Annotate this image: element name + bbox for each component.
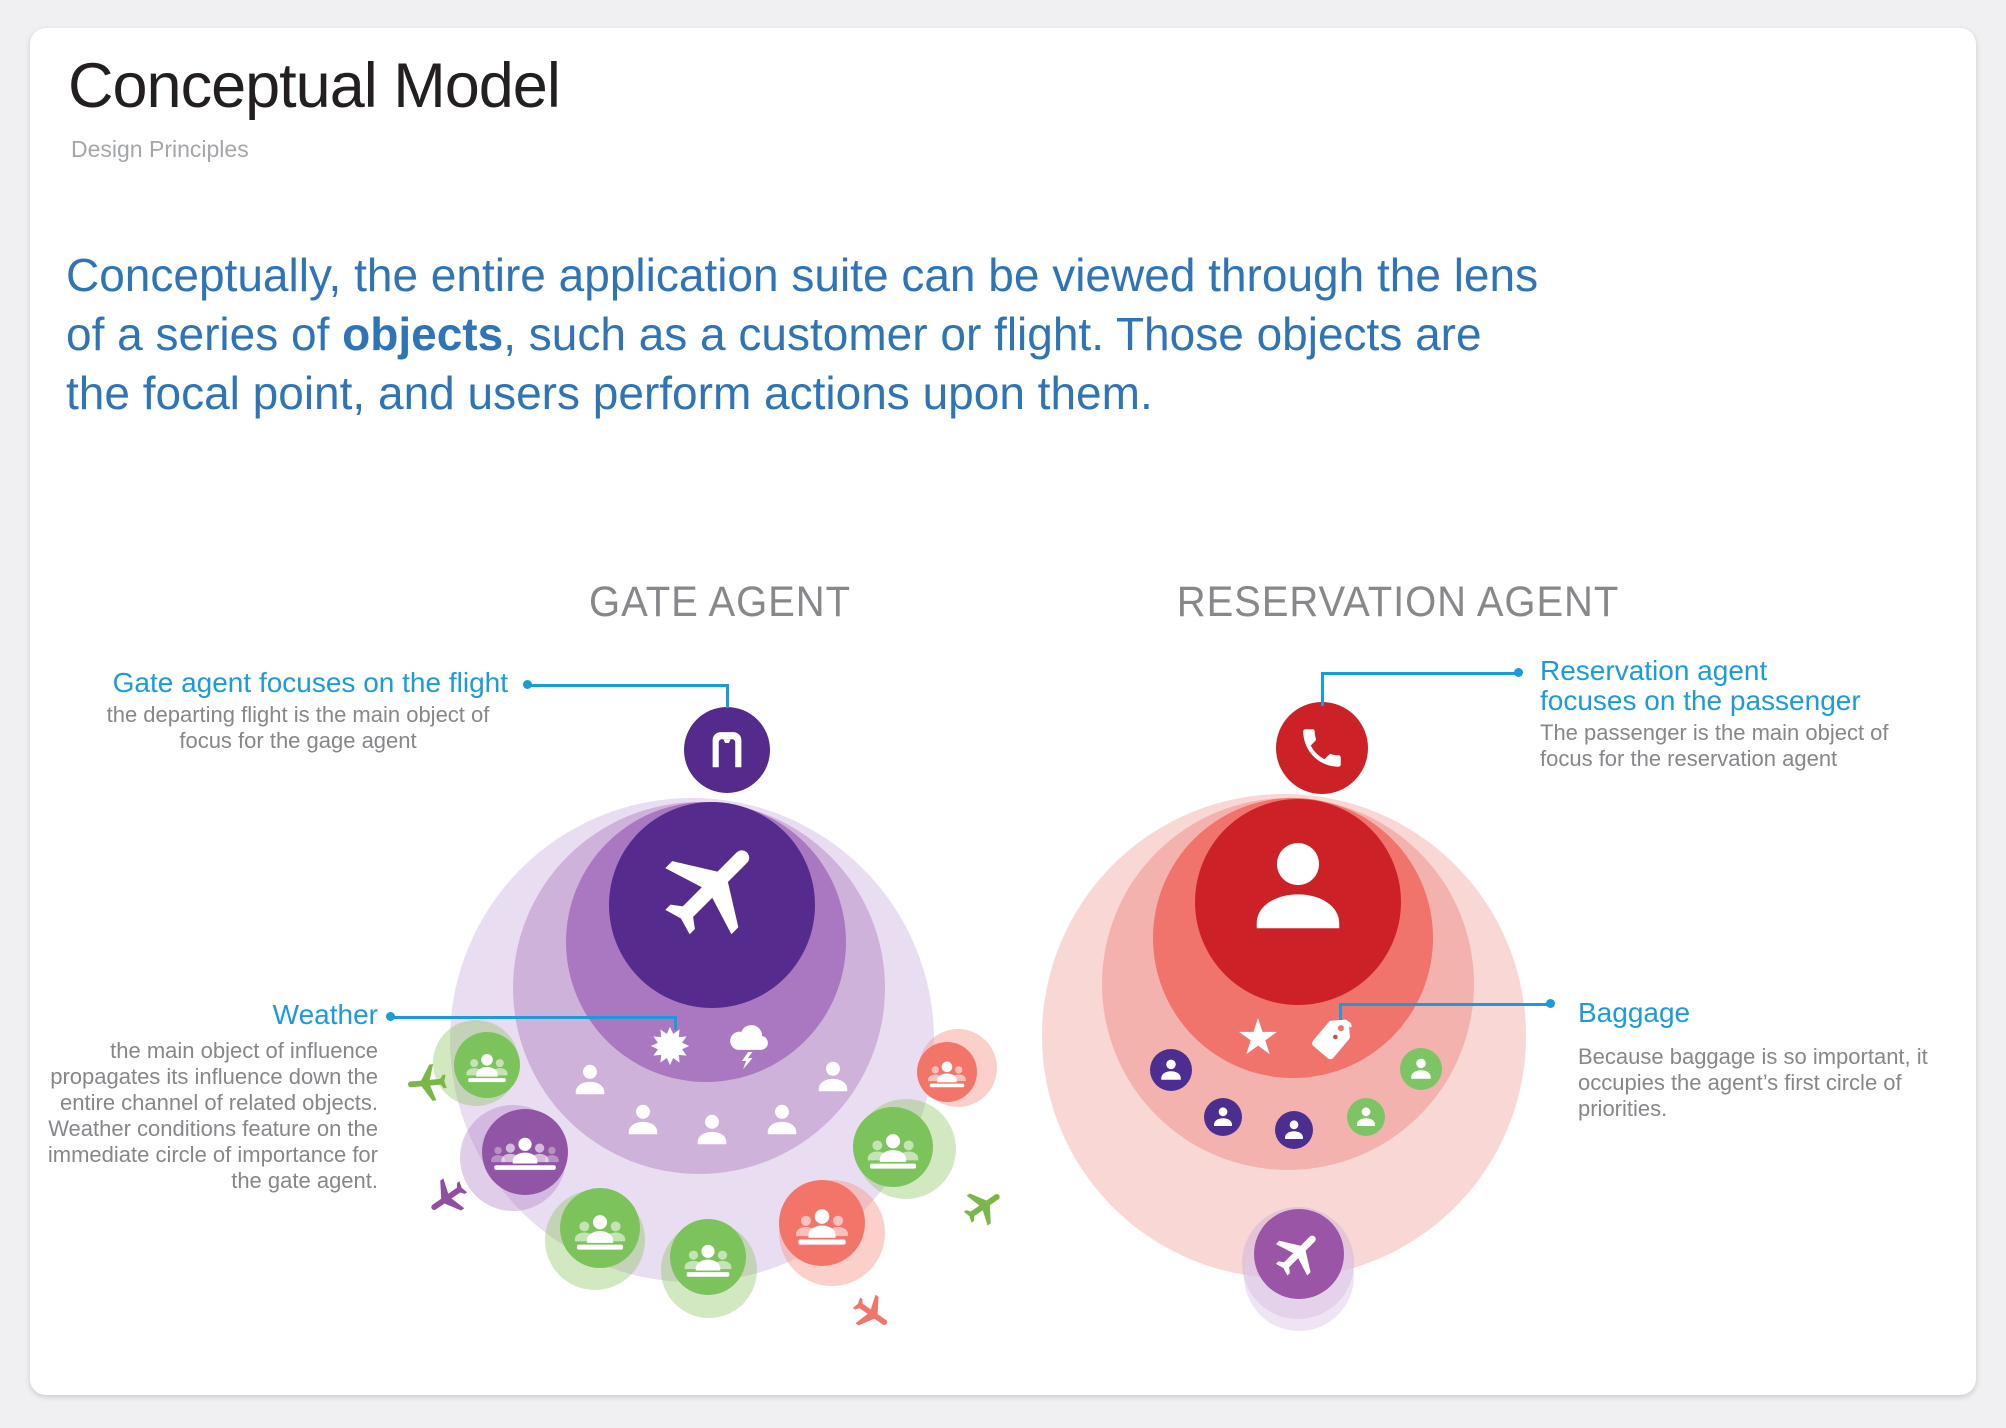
people-group-icon bbox=[793, 1203, 851, 1247]
person-icon bbox=[1158, 1056, 1184, 1084]
airplane-icon-small bbox=[1259, 1214, 1338, 1293]
passenger-callout-body: The passenger is the main object of focu… bbox=[1540, 720, 1889, 771]
people-group-icon bbox=[572, 1209, 628, 1252]
weather-callout-title: Weather bbox=[272, 999, 378, 1030]
gate-flight-callout-body: the departing flight is the main object … bbox=[106, 702, 490, 753]
person-silhouette-icon bbox=[693, 1108, 731, 1152]
reservation-person-circle-purple-1 bbox=[1150, 1049, 1192, 1091]
connector-dot bbox=[386, 1012, 395, 1021]
baggage-callout-body: Because baggage is so important, it occu… bbox=[1578, 1044, 1928, 1121]
page-subtitle: Design Principles bbox=[71, 136, 249, 162]
connector-line bbox=[674, 1016, 677, 1030]
person-silhouette-icon bbox=[814, 1055, 852, 1099]
plane-icon-green-left bbox=[402, 1057, 452, 1107]
reservation-agent-header: RESERVATION AGENT bbox=[1176, 578, 1620, 626]
gate-agent-header: GATE AGENT bbox=[589, 578, 851, 626]
connector-line bbox=[530, 684, 728, 687]
connector-dot bbox=[1546, 999, 1555, 1008]
baggage-callout-title: Baggage bbox=[1578, 997, 1691, 1028]
phone-circle bbox=[1276, 702, 1368, 794]
connector-dot bbox=[1514, 668, 1523, 677]
people-group-icon bbox=[491, 1132, 559, 1172]
passenger-callout-title: Reservation agent focuses on the passeng… bbox=[1540, 655, 1861, 716]
person-silhouette-icon bbox=[624, 1098, 662, 1142]
page-title: Conceptual Model bbox=[68, 51, 561, 121]
people-group-icon bbox=[865, 1128, 921, 1171]
gate-flight-callout-title: Gate agent focuses on the flight bbox=[112, 667, 508, 698]
connector-line bbox=[1339, 1003, 1342, 1020]
people-group-icon bbox=[464, 1049, 510, 1084]
reservation-person-circle-green-1 bbox=[1347, 1098, 1385, 1136]
intro-text-suffix: , such as a customer or flight. Those ob… bbox=[66, 308, 1482, 419]
star-icon bbox=[1234, 1014, 1282, 1062]
slide-card bbox=[30, 28, 1976, 1395]
sun-icon bbox=[647, 1023, 693, 1069]
reservation-person-circle-purple-2 bbox=[1204, 1098, 1242, 1136]
person-silhouette-icon bbox=[571, 1058, 609, 1102]
plane-icon-salmon bbox=[840, 1283, 901, 1344]
intro-text-prefix: Conceptually, the entire application sui… bbox=[66, 249, 1539, 360]
reservation-person-circle-purple-3 bbox=[1275, 1111, 1313, 1149]
person-silhouette-icon bbox=[763, 1098, 801, 1142]
intro-paragraph: Conceptually, the entire application sui… bbox=[66, 246, 1556, 423]
people-group-icon bbox=[926, 1057, 968, 1089]
passenger-icon bbox=[1243, 832, 1353, 942]
connector-line bbox=[726, 684, 729, 708]
gate-core-circle bbox=[609, 802, 815, 1008]
connector-line bbox=[1321, 672, 1324, 706]
people-group-icon bbox=[682, 1239, 734, 1279]
connector-line bbox=[1322, 672, 1516, 675]
connector-dot bbox=[523, 680, 532, 689]
gate-icon bbox=[704, 726, 750, 772]
gate-top-circle bbox=[684, 707, 770, 793]
baggage-tag-icon bbox=[1306, 1015, 1356, 1065]
weather-callout-body: the main object of influence propagates … bbox=[47, 1038, 378, 1193]
flight-icon bbox=[631, 806, 798, 973]
plane-icon-green-right bbox=[952, 1175, 1016, 1239]
phone-icon bbox=[1297, 723, 1347, 773]
reservation-person-circle-green-2 bbox=[1400, 1048, 1442, 1090]
connector-line bbox=[1340, 1003, 1550, 1006]
person-icon bbox=[1408, 1055, 1434, 1083]
storm-cloud-icon bbox=[722, 1018, 776, 1072]
intro-emphasis: objects bbox=[342, 308, 504, 360]
connector-line bbox=[394, 1016, 676, 1019]
person-icon bbox=[1282, 1117, 1306, 1143]
person-icon bbox=[1211, 1104, 1235, 1130]
gate-satellite-purple bbox=[482, 1109, 568, 1195]
plane-icon-purple bbox=[415, 1165, 479, 1229]
person-icon bbox=[1354, 1104, 1378, 1130]
